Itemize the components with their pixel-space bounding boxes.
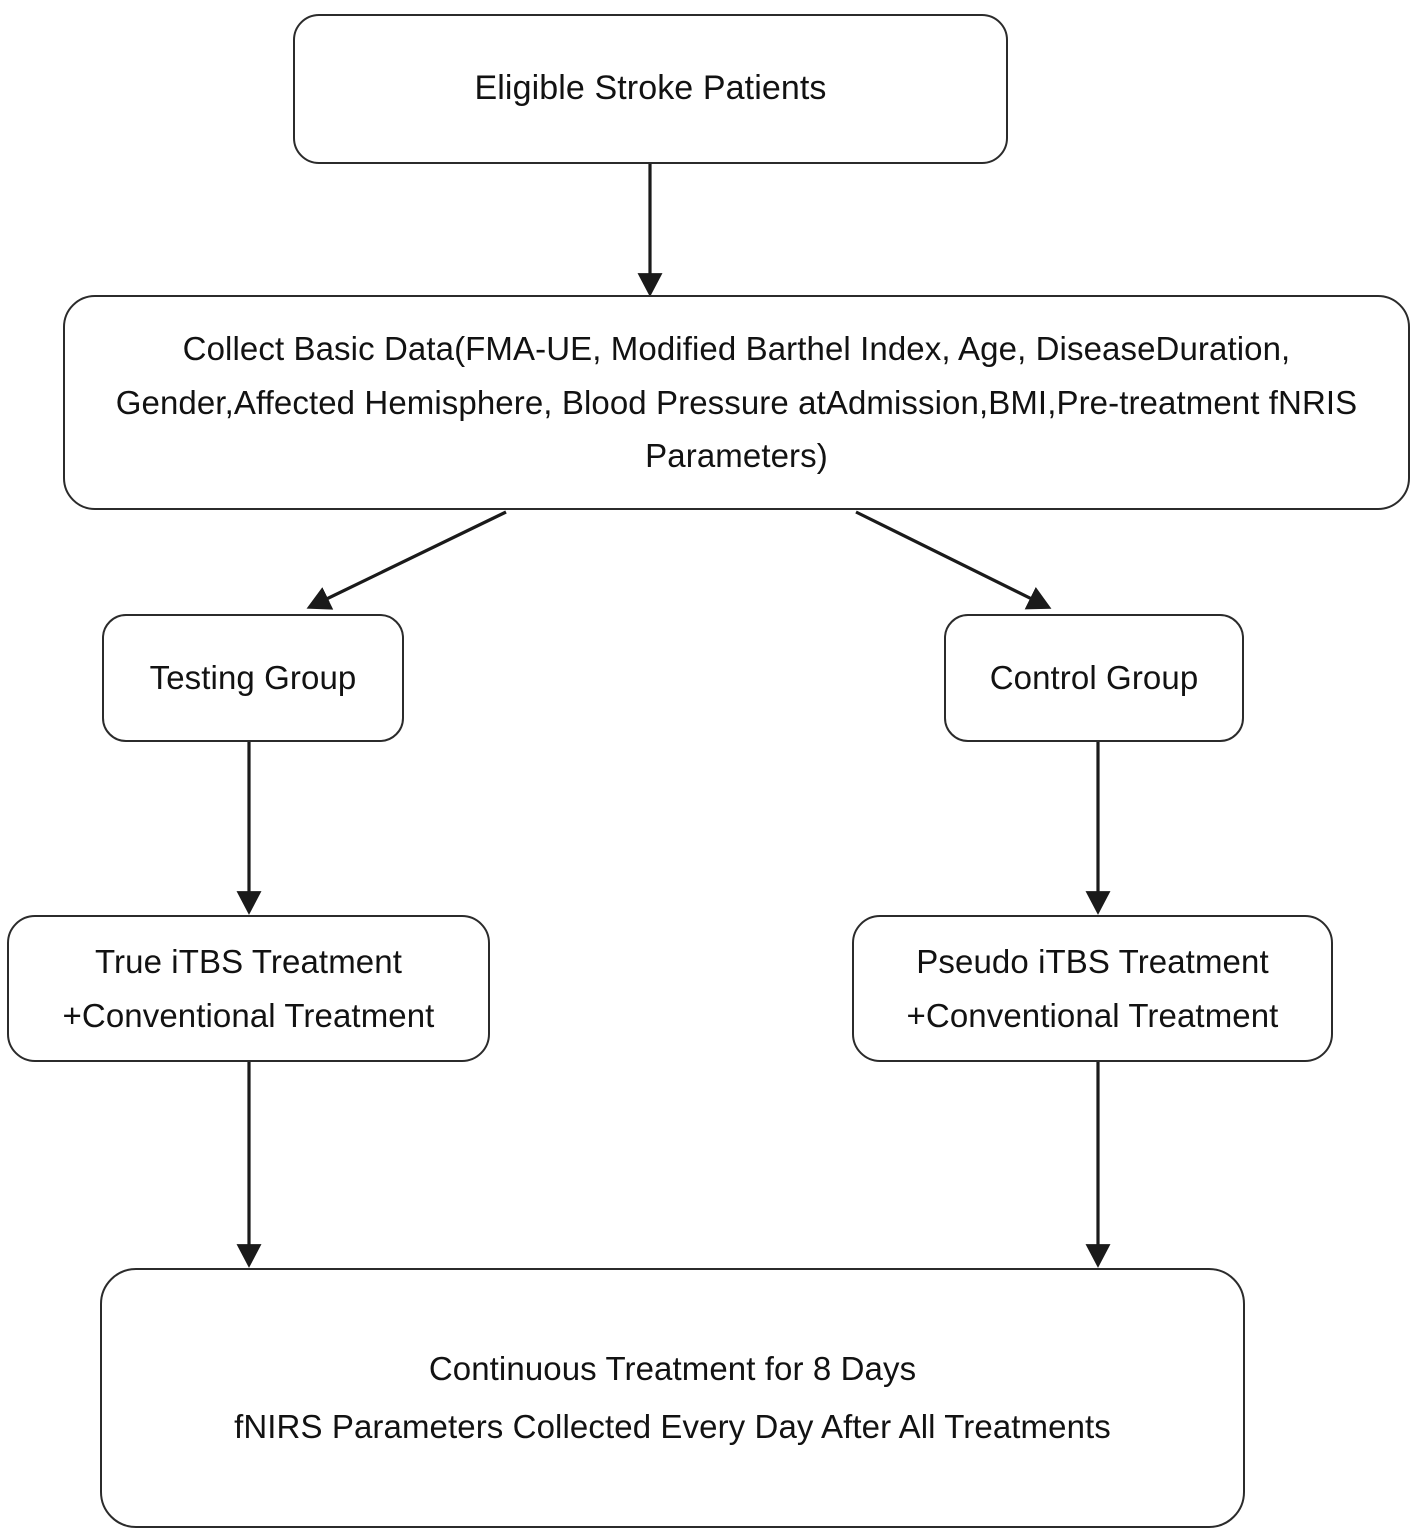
node-true-itbs-treatment[interactable]: True iTBS Treatment +Conventional Treatm… — [7, 915, 490, 1062]
node-control-group[interactable]: Control Group — [944, 614, 1244, 742]
edge-collect-to-control — [855, 510, 1052, 610]
node-true-itbs-line-1: True iTBS Treatment — [95, 943, 402, 981]
node-continuous-line-1: Continuous Treatment for 8 Days — [428, 1350, 917, 1388]
node-collect-basic-data[interactable]: Collect Basic Data(FMA-UE, Modified Bart… — [63, 295, 1410, 510]
node-control-group-label: Control Group — [989, 659, 1199, 697]
node-collect-line-3: Parameters) — [645, 437, 828, 475]
node-collect-line-1: Collect Basic Data(FMA-UE, Modified Bart… — [182, 330, 1291, 368]
node-pseudo-itbs-treatment[interactable]: Pseudo iTBS Treatment +Conventional Trea… — [852, 915, 1333, 1062]
node-testing-group[interactable]: Testing Group — [102, 614, 404, 742]
edge-collect-to-testing — [306, 510, 507, 610]
node-continuous-treatment[interactable]: Continuous Treatment for 8 Days fNIRS Pa… — [100, 1268, 1245, 1528]
node-pseudo-itbs-line-1: Pseudo iTBS Treatment — [916, 943, 1269, 981]
node-continuous-line-2: fNIRS Parameters Collected Every Day Aft… — [234, 1408, 1111, 1445]
node-pseudo-itbs-line-2: +Conventional Treatment — [906, 996, 1279, 1034]
node-testing-group-label: Testing Group — [149, 659, 357, 697]
node-true-itbs-line-2: +Conventional Treatment — [62, 996, 435, 1034]
node-collect-line-2: Gender,Affected Hemisphere, Blood Pressu… — [115, 383, 1358, 421]
node-eligible-stroke-patients[interactable]: Eligible Stroke Patients — [293, 14, 1008, 164]
node-eligible-label: Eligible Stroke Patients — [474, 69, 827, 108]
